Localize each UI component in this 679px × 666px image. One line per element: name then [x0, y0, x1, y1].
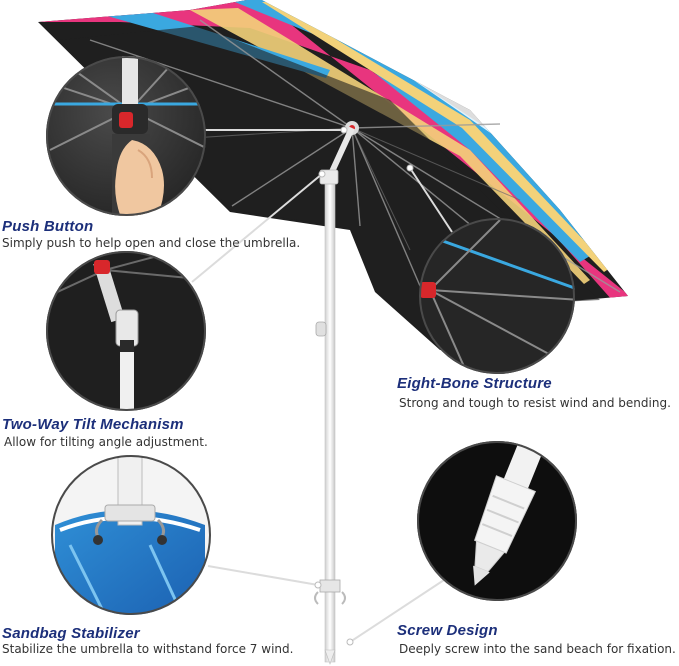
callout-connectors [191, 129, 453, 643]
eight-bone-structure-detail-image [419, 218, 575, 374]
tilt-mechanism-detail-image [46, 251, 206, 411]
eight-bone-structure-title: Eight-Bone Structure [397, 375, 552, 392]
umbrella-pole [314, 126, 355, 665]
tilt-mechanism-title: Two-Way Tilt Mechanism [2, 416, 184, 433]
sandbag-stabilizer-description: Stabilize the umbrella to withstand forc… [2, 642, 294, 656]
screw-design-description: Deeply screw into the sand beach for fix… [399, 642, 676, 656]
sandbag-stabilizer-detail-image [51, 455, 211, 615]
push-button-title: Push Button [2, 218, 94, 235]
screw-design-detail-image [417, 441, 577, 601]
eight-bone-structure-description: Strong and tough to resist wind and bend… [399, 396, 671, 410]
tilt-mechanism-description: Allow for tilting angle adjustment. [4, 435, 208, 449]
push-button-detail-image [46, 56, 206, 216]
push-button-description: Simply push to help open and close the u… [2, 236, 301, 250]
screw-design-title: Screw Design [397, 622, 498, 639]
sandbag-stabilizer-title: Sandbag Stabilizer [2, 625, 140, 642]
